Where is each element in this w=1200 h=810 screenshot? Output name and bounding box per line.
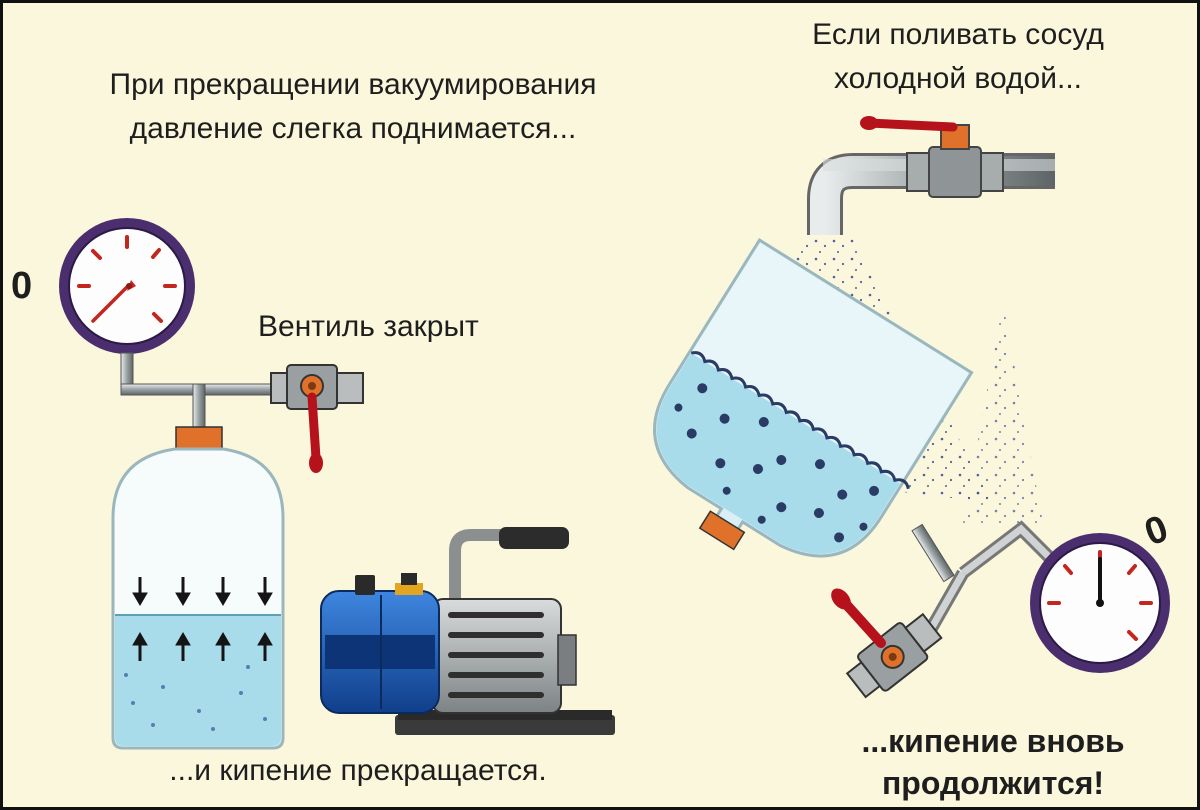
caption-left-top: При прекращении вакуумирования давление … — [43, 63, 663, 151]
vacuum-flask-left — [111, 447, 285, 750]
diagram-artwork — [59, 116, 1170, 750]
gauge-left-zero-mark: 0 — [11, 265, 33, 307]
caption-left-bottom: ...и кипение прекращается. — [169, 754, 547, 787]
caption-right-bottom-line2: продолжится! — [881, 765, 1105, 801]
caption-right-top-line1: Если поливать сосуд — [812, 18, 1104, 51]
bottle-neck-fitting — [175, 426, 223, 450]
valve-right-handle — [840, 598, 886, 648]
caption-left-top-line2: давление слегка поднимается... — [129, 112, 577, 145]
valve-right — [845, 612, 943, 699]
valve-closed-label: Вентиль закрыт — [258, 310, 479, 343]
caption-left-top-line1: При прекращении вакуумирования — [109, 68, 597, 101]
pressure-gauge-right — [1030, 533, 1170, 673]
vacuum-flask-right — [653, 238, 974, 558]
caption-right-bottom-line1: ...кипение вновь — [861, 723, 1125, 759]
closed-valve — [270, 364, 364, 473]
vacuum-pump — [320, 527, 615, 735]
caption-right-top-line2: холодной водой... — [834, 62, 1082, 95]
pressure-gauge-left — [59, 218, 195, 354]
caption-right-bottom: ...кипение вновь продолжится! — [803, 720, 1183, 804]
water-tap — [807, 116, 1055, 235]
caption-right-top: Если поливать сосуд холодной водой... — [743, 13, 1173, 101]
